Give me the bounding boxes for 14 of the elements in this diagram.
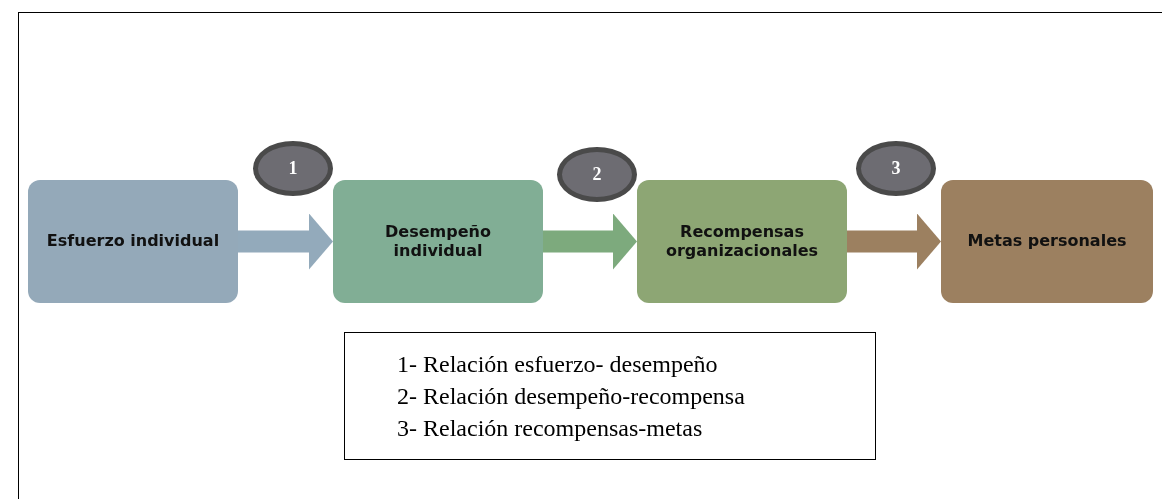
legend-box bbox=[344, 332, 876, 460]
legend-entry: 3- Relación recompensas-metas bbox=[397, 413, 703, 443]
process-box: Metas personales bbox=[941, 180, 1153, 303]
arrow bbox=[847, 213, 941, 270]
number-circle: 2 bbox=[557, 147, 637, 202]
arrow bbox=[238, 213, 333, 270]
legend-entry: 1- Relación esfuerzo- desempeño bbox=[397, 350, 718, 380]
arrow bbox=[543, 213, 637, 270]
process-box: Recompensas organizacionales bbox=[637, 180, 847, 303]
number-circle: 1 bbox=[253, 141, 333, 196]
process-box: Esfuerzo individual bbox=[28, 180, 238, 303]
legend-entry: 2- Relación desempeño-recompensa bbox=[397, 382, 745, 412]
process-box: Desempeño individual bbox=[333, 180, 543, 303]
number-circle: 3 bbox=[856, 141, 936, 196]
